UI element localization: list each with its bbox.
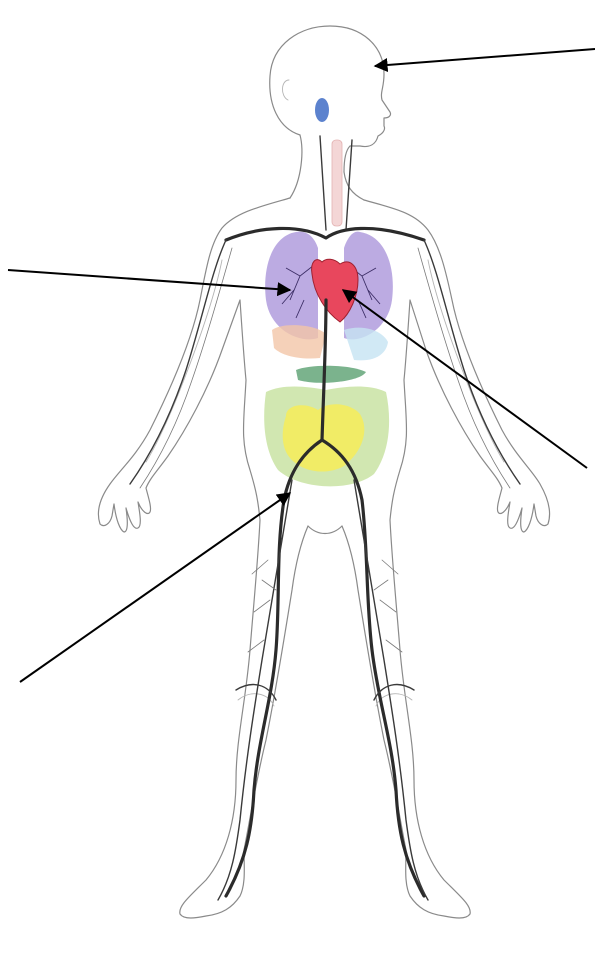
- right-arm-artery: [424, 240, 520, 484]
- neck-left: [290, 135, 302, 198]
- pancreas: [296, 366, 366, 383]
- right-thigh-branches: [374, 560, 402, 652]
- trachea: [332, 140, 342, 226]
- crotch: [308, 526, 342, 534]
- left-thigh-branches: [248, 560, 276, 652]
- neck-right: [344, 172, 364, 200]
- liver: [272, 325, 326, 358]
- left-lung: [265, 232, 318, 340]
- lungs-pointer-arrow: [8, 270, 290, 290]
- head-pointer-arrow: [375, 49, 595, 66]
- carotid-right: [346, 140, 352, 230]
- blood-vessels: [130, 136, 520, 900]
- left-leg-artery: [226, 440, 322, 896]
- ear: [282, 80, 289, 100]
- carotid-left: [320, 136, 326, 230]
- left-leg-vein: [218, 480, 292, 900]
- organs: [264, 98, 393, 486]
- head-outline: [270, 26, 391, 172]
- stomach: [344, 328, 388, 361]
- left-arm-artery: [130, 240, 226, 484]
- brain-gland: [315, 98, 329, 122]
- aortic-arch: [226, 228, 424, 240]
- right-leg-artery: [322, 440, 424, 896]
